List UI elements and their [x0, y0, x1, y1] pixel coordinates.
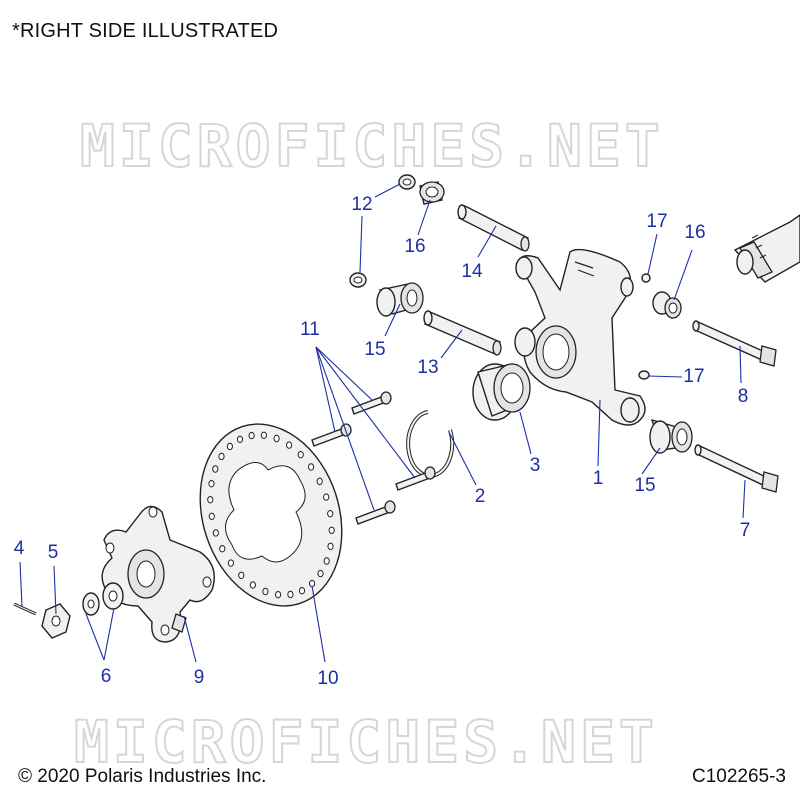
cotter-pin-part-4 — [13, 602, 37, 616]
bearing-part-3 — [472, 363, 531, 421]
callout-17-bottom: 17 — [683, 366, 705, 387]
castle-nut-part-5 — [41, 603, 71, 639]
disc-vent-hole — [212, 465, 219, 473]
callout-3: 3 — [529, 455, 541, 476]
bushing-part-15-right — [649, 418, 693, 454]
disc-vent-hole — [286, 441, 293, 449]
disc-vent-hole — [219, 545, 226, 553]
watermark-top: MICROFICHES.NET — [79, 111, 664, 181]
nut-part-12-top — [398, 174, 416, 190]
disc-vent-hole — [309, 579, 316, 588]
bushing-part-15-left — [376, 282, 424, 317]
callout-8: 8 — [737, 386, 749, 407]
callout-4: 4 — [13, 538, 25, 559]
disc-vent-hole — [275, 591, 282, 599]
nut-part-12-bottom — [349, 272, 367, 288]
watermark-bottom: MICROFICHES.NET — [73, 707, 658, 777]
hub-part-9 — [101, 505, 215, 643]
disc-vent-hole — [327, 510, 334, 518]
bolt-part-8 — [692, 320, 777, 367]
bolt-part-7 — [694, 444, 779, 493]
disc-vent-hole — [308, 463, 315, 471]
grease-fitting-part-17-bottom — [638, 370, 650, 380]
callout-15-right: 15 — [634, 475, 656, 496]
callout-13: 13 — [417, 357, 439, 378]
disc-vent-hole — [207, 496, 214, 504]
disc-vent-hole — [316, 477, 323, 485]
callout-7: 7 — [739, 520, 751, 541]
disc-vent-hole — [226, 442, 233, 451]
diagram-code: C102265-3 — [691, 766, 786, 787]
snap-ring-part-2 — [406, 410, 455, 478]
callout-10: 10 — [317, 668, 339, 689]
disc-vent-hole — [208, 512, 215, 520]
bushing-part-16-right — [652, 291, 682, 319]
washers-part-6 — [82, 582, 124, 616]
disc-vent-hole — [248, 431, 255, 440]
callout-1: 1 — [592, 468, 604, 489]
bushing-part-16-top — [419, 181, 445, 205]
callout-5: 5 — [47, 542, 59, 563]
disc-vent-hole — [236, 435, 244, 443]
disc-vent-hole — [273, 434, 280, 443]
callout-17-top: 17 — [646, 211, 668, 232]
disc-vent-hole — [262, 587, 269, 596]
callout-15-left: 15 — [364, 339, 386, 360]
callout-6: 6 — [100, 666, 112, 687]
disc-vent-hole — [323, 493, 330, 501]
callout-14: 14 — [461, 261, 483, 282]
copyright-text: © 2020 Polaris Industries Inc. — [18, 766, 267, 787]
callout-11: 11 — [300, 319, 320, 340]
callout-9: 9 — [193, 667, 205, 688]
disc-vent-hole — [323, 557, 330, 565]
disc-vent-hole — [298, 587, 306, 595]
disc-vent-hole — [328, 526, 335, 534]
callout-16-top: 16 — [404, 236, 426, 257]
disc-vent-hole — [212, 529, 219, 537]
leader-lines — [19, 183, 746, 663]
bolts-part-11 — [311, 391, 436, 525]
disc-vent-hole — [218, 452, 225, 461]
disc-vent-hole — [317, 569, 324, 578]
disc-vent-hole — [208, 480, 215, 488]
callout-16-right: 16 — [684, 222, 706, 243]
knuckle-part-1 — [514, 248, 646, 426]
pin-part-13 — [423, 310, 502, 356]
pin-part-14 — [457, 204, 530, 252]
disc-vent-hole — [260, 431, 267, 439]
disc-vent-hole — [227, 559, 234, 567]
drive-shaft — [733, 214, 800, 283]
disc-vent-hole — [249, 581, 256, 589]
disc-vent-hole — [287, 590, 294, 599]
disc-vent-hole — [238, 571, 245, 579]
disc-vent-hole — [297, 451, 304, 459]
callout-12: 12 — [351, 194, 373, 215]
callout-2: 2 — [474, 486, 486, 507]
grease-fitting-part-17-top — [641, 273, 651, 283]
brake-disc-part-10 — [199, 423, 343, 607]
disc-vent-hole — [327, 542, 334, 550]
header-note: *RIGHT SIDE ILLUSTRATED — [12, 20, 279, 42]
